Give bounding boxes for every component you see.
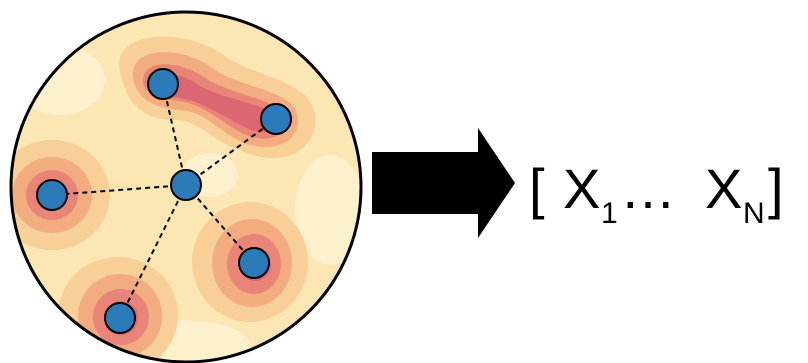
node-lower-right [238,247,270,279]
field-boundary [9,10,363,363]
vector-close-bracket: ] [768,157,784,220]
vector-last-symbol: X [705,157,742,220]
right-arrow-icon [372,128,515,238]
graph-edges [51,83,277,319]
edge-center-left [51,184,187,196]
edge-center-bottom [119,184,187,319]
node-top [147,68,179,100]
vector-first-symbol: X [563,157,600,220]
vector-last-subscript: N [743,197,765,230]
node-bottom [104,302,136,334]
vector-first-subscript: 1 [601,197,618,230]
edge-center-upper-right [185,118,277,186]
node-left [36,179,68,211]
graph-nodes [36,68,292,334]
node-upper-right [260,103,292,135]
output-vector: [ X 1 … X N ] [529,157,784,230]
vector-open-bracket: [ [529,157,545,220]
vector-ellipsis: … [620,157,676,220]
node-center [170,169,202,201]
